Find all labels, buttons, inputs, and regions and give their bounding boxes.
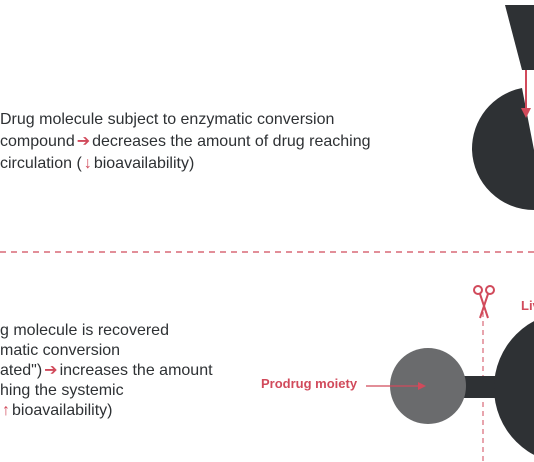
top-line-3a-text: circulation ( (0, 155, 82, 172)
enzyme-wedge-shape (505, 5, 534, 70)
bottom-line-5-text: bioavailability) (12, 402, 113, 419)
linker-bar (462, 376, 502, 398)
bottom-line-3b-text: increases the amount (59, 362, 213, 379)
top-text-line-1: Drug molecule subject to enzymatic conve… (0, 109, 334, 131)
arrow-down-icon: ↓ (83, 155, 92, 172)
bottom-text-line-1: g molecule is recovered (0, 320, 169, 342)
drug-circle (494, 321, 534, 455)
bottom-text-line-4: hing the systemic (0, 380, 124, 402)
arrow-right-icon: ➔ (44, 362, 58, 379)
top-text-line-3: circulation (↓bioavailability) (0, 153, 194, 175)
top-line-3b-text: bioavailability) (93, 155, 195, 172)
bottom-text-line-2: matic conversion (0, 340, 120, 362)
top-line-2b-text: decreases the amount of drug reaching (92, 133, 371, 150)
prodrug-moiety-label: Prodrug moiety (261, 376, 358, 391)
arrow-up-icon: ↑ (2, 402, 10, 419)
bottom-line-1-text: g molecule is recovered (0, 322, 169, 339)
drug-pacman-shape (471, 88, 534, 211)
prodrug-pointer-head (418, 382, 426, 390)
liver-label: Liv (521, 298, 534, 313)
bottom-line-3a-text: ated") (0, 362, 43, 379)
bottom-line-4-text: hing the systemic (0, 382, 124, 399)
prodrug-moiety-circle (390, 348, 466, 424)
conversion-arrow-head (521, 108, 531, 118)
arrow-right-icon: ➔ (76, 133, 91, 150)
top-line-2a-text: compound (0, 133, 75, 150)
top-text-line-2: compound➔decreases the amount of drug re… (0, 131, 371, 153)
bottom-text-line-5: ↑bioavailability) (0, 400, 113, 422)
top-line-1-text: Drug molecule subject to enzymatic conve… (0, 111, 335, 128)
bottom-line-2-text: matic conversion (0, 342, 121, 359)
bottom-text-line-3: ated")➔increases the amount (0, 360, 213, 382)
scissors-icon (473, 285, 495, 319)
